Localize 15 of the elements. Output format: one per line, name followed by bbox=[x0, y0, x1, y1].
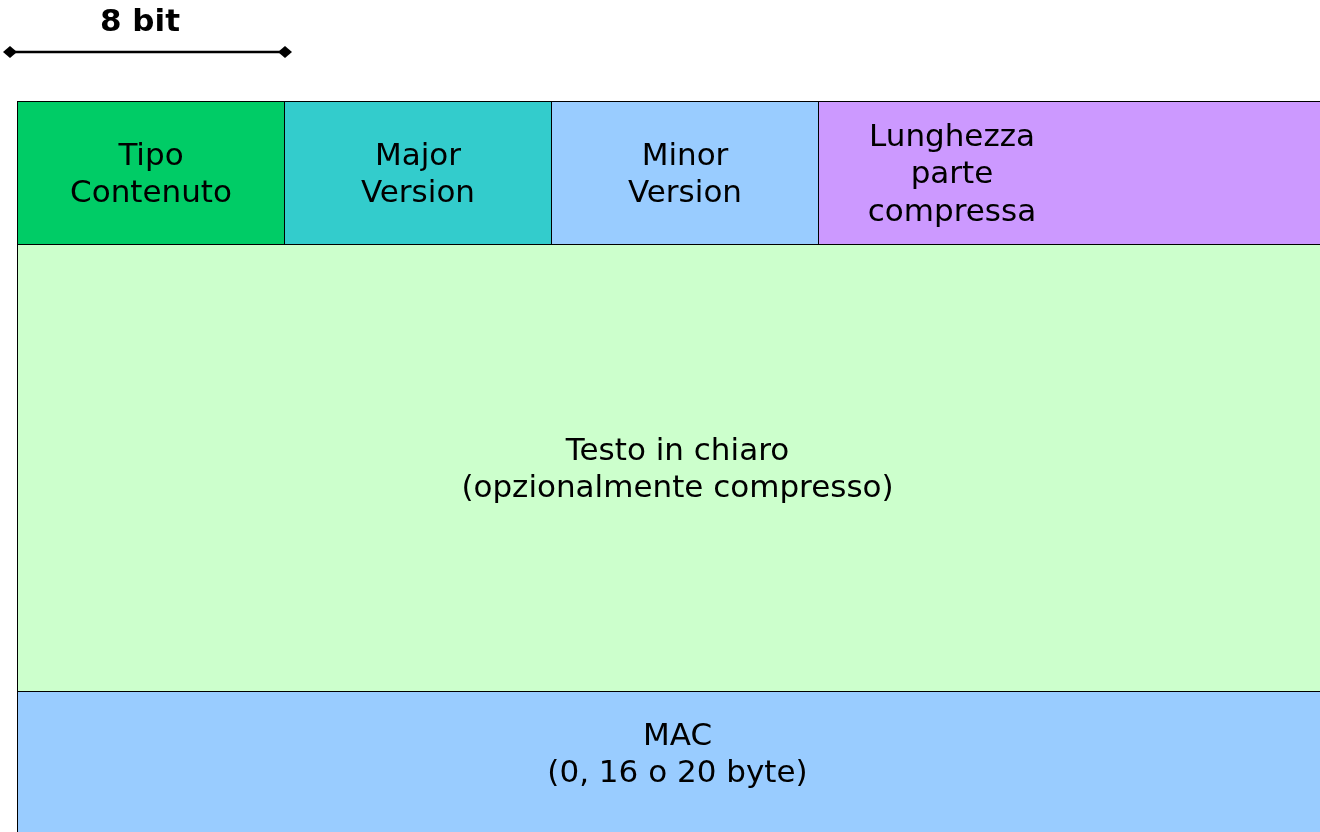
header-field bbox=[551, 101, 819, 245]
field-label: (opzionalmente compresso) bbox=[461, 468, 894, 506]
field-label: MAC bbox=[642, 715, 713, 753]
mac-field bbox=[17, 691, 1320, 832]
header-field bbox=[284, 101, 552, 245]
field-label: Tipo Contenuto bbox=[69, 135, 233, 211]
field-label: Minor Version bbox=[627, 135, 743, 211]
header-field bbox=[818, 101, 1320, 245]
dimension-label: 8 bit bbox=[99, 2, 181, 38]
field-label: (0, 16 o 20 byte) bbox=[547, 753, 808, 791]
field-label: Testo in chiaro bbox=[565, 430, 790, 468]
payload-field bbox=[17, 244, 1320, 692]
field-label: Major Version bbox=[360, 135, 476, 211]
field-label: Lunghezza parte compressa bbox=[866, 117, 1038, 229]
header-field bbox=[17, 101, 285, 245]
